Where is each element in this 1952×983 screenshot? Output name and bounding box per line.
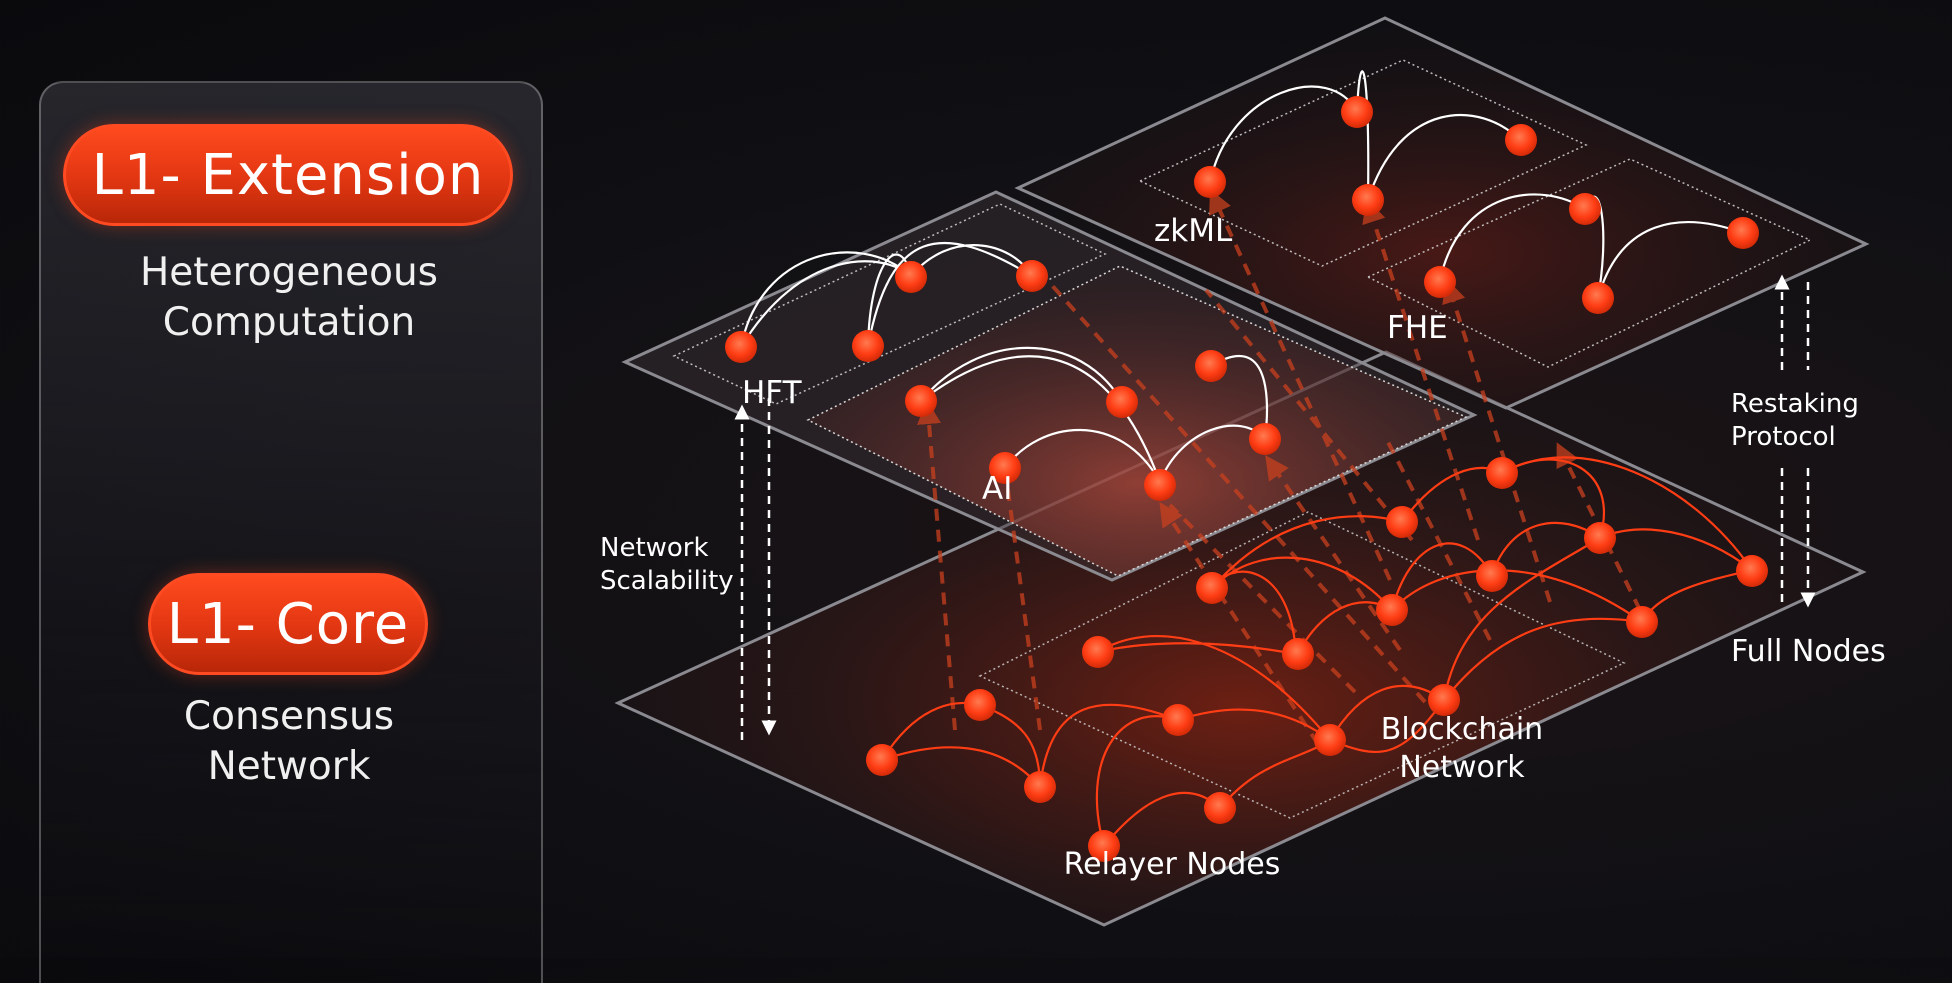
blockchain-network-label-line2: Network [1399, 750, 1525, 785]
hft-node [852, 330, 884, 362]
top-layer-edges [1208, 70, 1744, 299]
consensus-network-caption: Consensus Network [183, 694, 395, 789]
l1-core-badge: L1- Core [148, 573, 428, 675]
diagram-labels: HFT AI zkML FHE Network Scalability Rest… [600, 213, 1886, 882]
network-nodes [725, 96, 1768, 862]
relayer-node [1024, 771, 1056, 803]
network-scalability-label-line2: Scalability [600, 566, 734, 596]
full-node [1626, 606, 1658, 638]
relayer-node [866, 744, 898, 776]
blockchain-node [1314, 724, 1346, 756]
network-scalability-label-line1: Network [600, 533, 709, 563]
hft-node [725, 331, 757, 363]
full-node [1196, 572, 1228, 604]
full-node [1736, 555, 1768, 587]
relayer-node [1204, 792, 1236, 824]
blockchain-network-label-line1: Blockchain [1381, 712, 1543, 747]
zkml-label: zkML [1154, 213, 1233, 249]
relayer-node [1088, 830, 1120, 862]
relayer-nodes-label: Relayer Nodes [1064, 847, 1281, 882]
blockchain-node [1282, 638, 1314, 670]
hft-node [1016, 260, 1048, 292]
layered-network-diagram: HFT AI zkML FHE Network Scalability Rest… [600, 16, 1886, 927]
upper-right-layer [1014, 16, 1870, 410]
fhe-node [1727, 217, 1759, 249]
vertical-arrows [734, 274, 1816, 740]
l1-extension-badge: L1- Extension [63, 124, 513, 226]
full-node [1584, 522, 1616, 554]
ai-node [989, 452, 1021, 484]
fhe-node [1569, 193, 1601, 225]
zkml-node [1194, 166, 1226, 198]
middle-left-layer [621, 190, 1478, 582]
fhe-node [1424, 266, 1456, 298]
ai-node [1144, 469, 1176, 501]
middle-layer-edges [739, 242, 1269, 483]
full-node [1376, 594, 1408, 626]
relayer-node [964, 689, 996, 721]
zkml-node [1352, 184, 1384, 216]
ai-label: AI [982, 471, 1012, 507]
ai-node [1195, 350, 1227, 382]
fhe-label: FHE [1387, 310, 1448, 346]
hft-label: HFT [742, 375, 803, 411]
blockchain-node [1082, 636, 1114, 668]
full-nodes-label: Full Nodes [1731, 634, 1886, 669]
ai-node [905, 385, 937, 417]
full-node [1486, 457, 1518, 489]
relayer-node [1162, 704, 1194, 736]
hft-node [895, 261, 927, 293]
layer-legend-panel [39, 81, 543, 983]
blockchain-node [1428, 684, 1460, 716]
ai-node [1249, 423, 1281, 455]
full-node [1476, 560, 1508, 592]
full-node [1386, 506, 1418, 538]
restaking-protocol-label-line2: Protocol [1731, 422, 1836, 452]
heterogeneous-computation-caption: Heterogeneous Computation [139, 250, 438, 345]
zkml-node [1505, 124, 1537, 156]
fhe-node [1582, 282, 1614, 314]
restaking-protocol-label-line1: Restaking [1731, 389, 1859, 419]
ai-node [1106, 386, 1138, 418]
zkml-node [1341, 96, 1373, 128]
